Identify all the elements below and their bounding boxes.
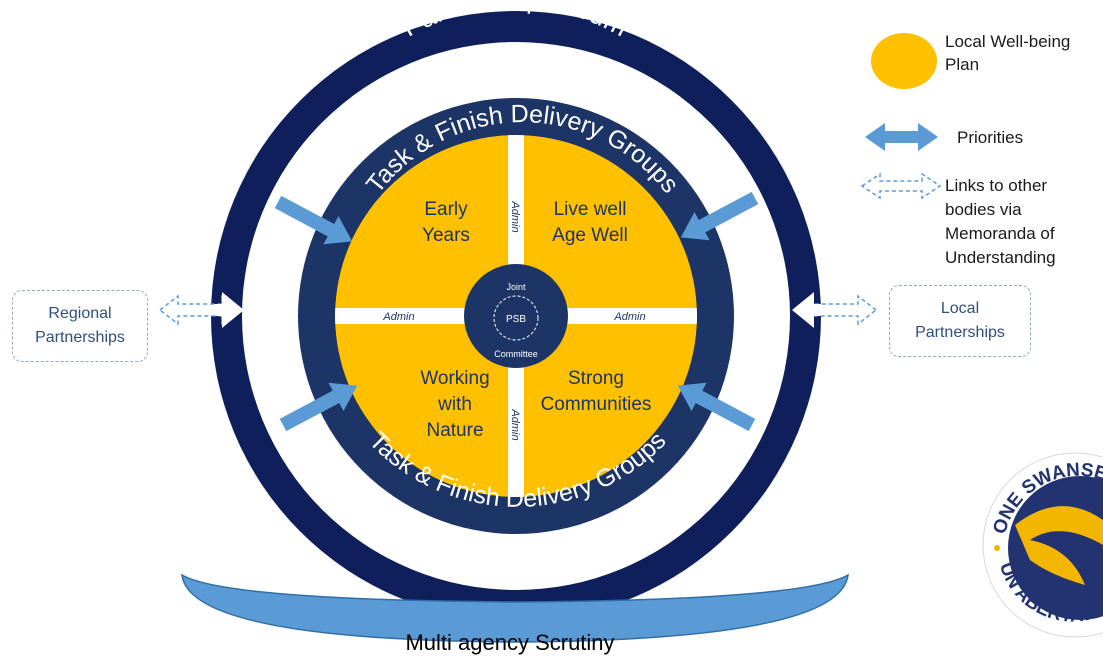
quadrant-line: Working: [420, 368, 489, 389]
admin-label-left: Admin: [382, 311, 414, 323]
quadrant-line: Communities: [541, 394, 652, 415]
scrutiny-shape: [181, 573, 849, 643]
psb-dashed-circle: [493, 295, 539, 341]
center-middle-label: PSB: [506, 314, 526, 325]
psb-center-circle: [464, 264, 568, 368]
quadrant-line: Nature: [426, 420, 483, 441]
legend-plan-text: Local Well-being Plan: [945, 32, 1071, 74]
scrutiny-label: Multi agency Scrutiny: [405, 630, 614, 655]
regional-partnerships-box: Regional Partnerships: [12, 290, 148, 362]
center-top-label: Joint: [506, 282, 526, 292]
legend-links-text: Links to other bodies via Memoranda of U…: [945, 176, 1056, 267]
legend-priorities-arrow: [865, 123, 938, 151]
legend-plan-icon: [871, 33, 937, 89]
quadrant-line: Age Well: [552, 225, 628, 246]
regional-line-2: Partnerships: [35, 329, 125, 346]
admin-label-right: Admin: [613, 311, 645, 323]
legend-links-arrow: [860, 172, 942, 200]
local-partnerships-box: Local Partnerships: [889, 285, 1031, 357]
quadrant-line: Years: [422, 225, 470, 246]
priority-arrow-bottom-right: [677, 382, 756, 432]
regional-link-arrow: [158, 292, 244, 328]
legend-priorities-text: Priorities: [957, 128, 1024, 147]
local-link-arrow: [792, 292, 878, 328]
priority-arrow-bottom-left: [279, 382, 358, 432]
quadrant-line: Live well: [554, 199, 627, 220]
priority-arrow-top-right: [680, 191, 759, 241]
quadrant-line: Strong: [568, 368, 624, 389]
admin-label-top: Admin: [509, 200, 521, 232]
center-bottom-label: Committee: [494, 349, 538, 359]
admin-label-bottom: Admin: [509, 408, 521, 440]
regional-line-1: Regional: [48, 305, 112, 322]
quadrant-line: with: [437, 394, 472, 415]
local-line-2: Partnerships: [915, 324, 1005, 341]
quadrant-line: Early: [424, 199, 468, 220]
priority-arrow-top-left: [274, 195, 353, 245]
local-line-1: Local: [940, 300, 980, 317]
